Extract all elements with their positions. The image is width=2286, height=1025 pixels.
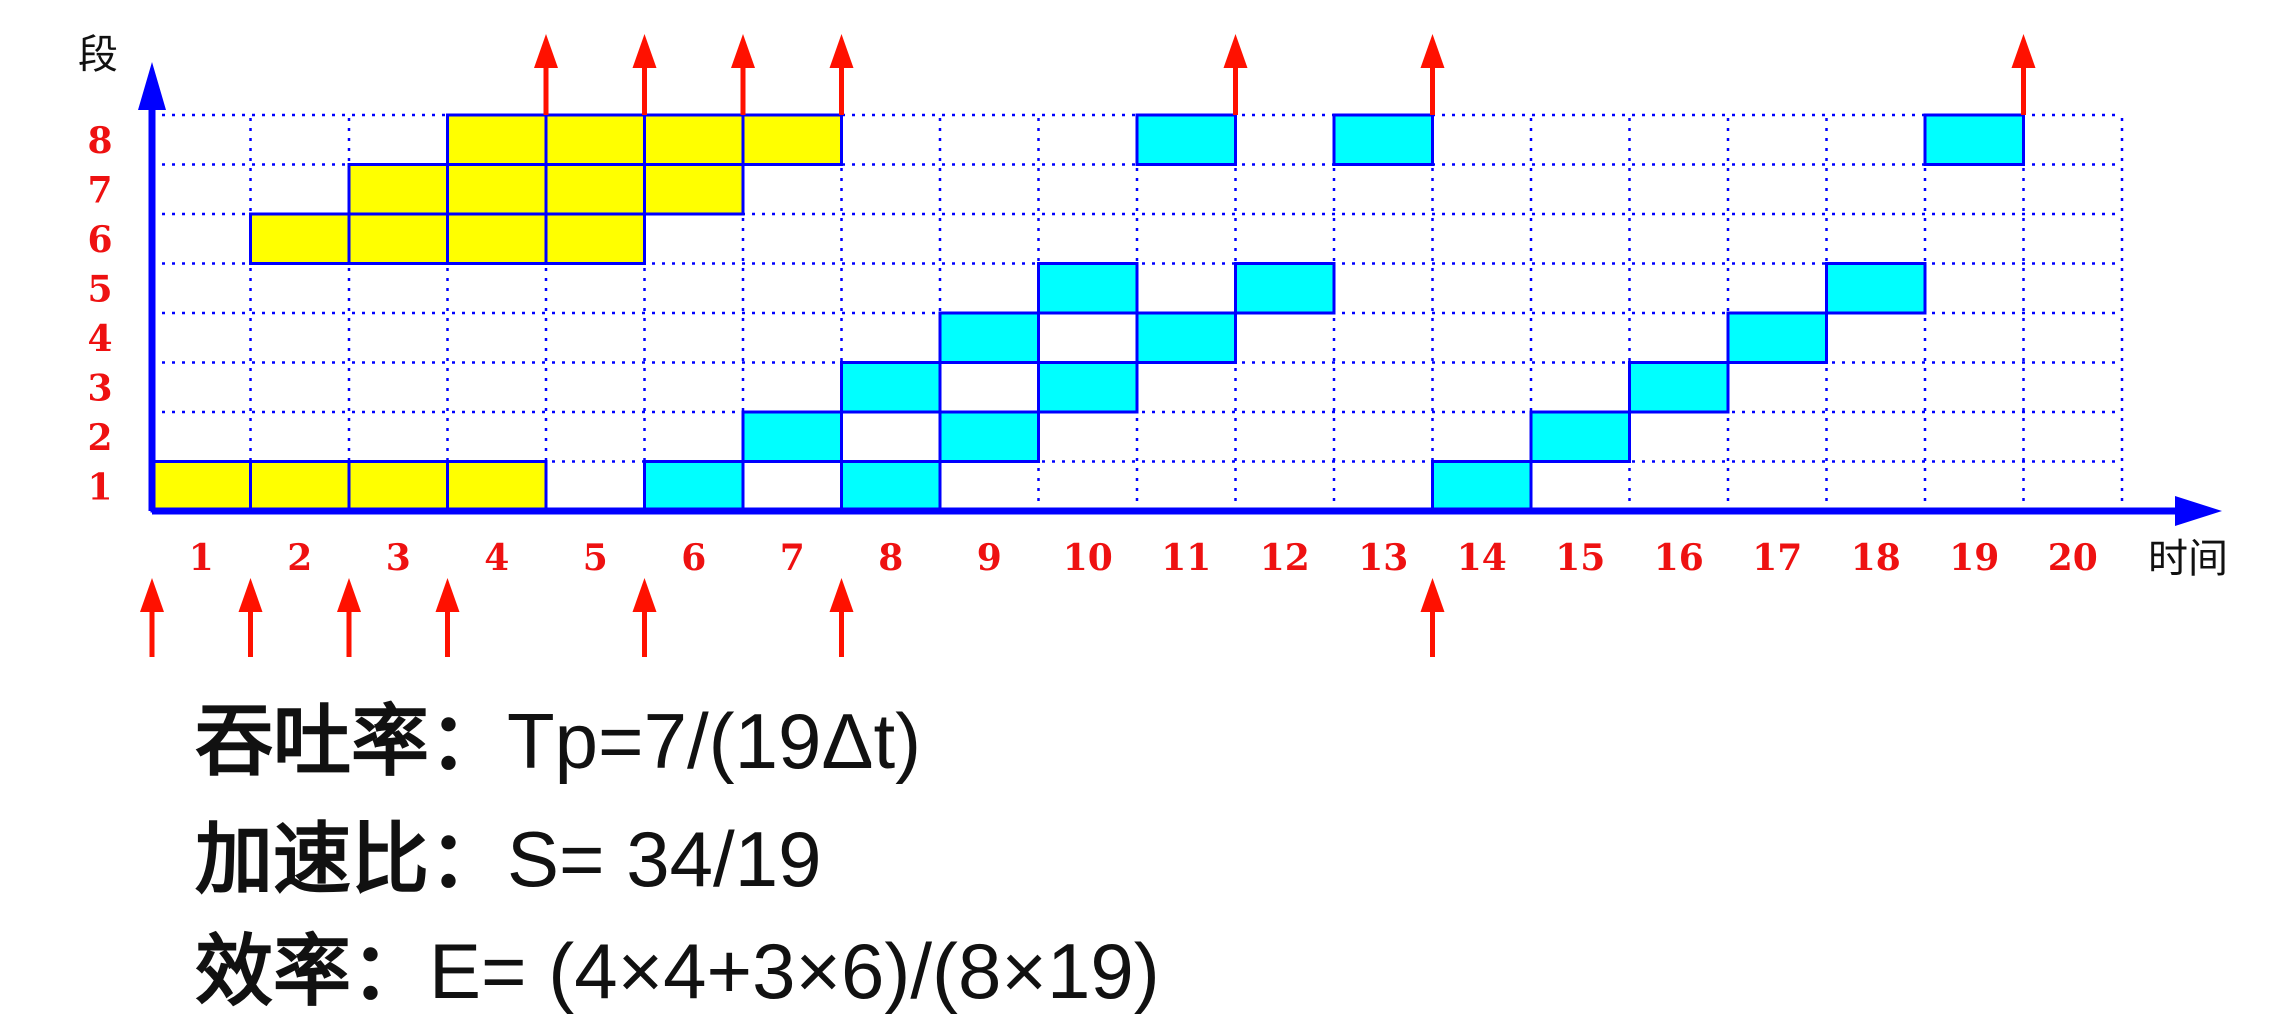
time-tick-label: 8 (878, 537, 903, 579)
task-a-cell (643, 113, 745, 166)
task-b-cell (938, 410, 1040, 463)
output-arrow-head (1420, 34, 1445, 68)
time-tick-label: 15 (1555, 537, 1605, 579)
input-arrow-head (829, 578, 854, 612)
time-tick-label: 18 (1851, 537, 1901, 579)
task-a-cell (249, 460, 351, 513)
task-a-cell (347, 163, 449, 216)
time-tick-label: 7 (780, 537, 805, 579)
task-b-cell (938, 311, 1040, 364)
stage-tick-label: 6 (87, 219, 112, 261)
task-b-cell (1037, 361, 1139, 414)
time-tick-label: 10 (1063, 537, 1113, 579)
time-tick-label: 6 (681, 537, 706, 579)
task-a-cell (544, 163, 646, 216)
x-axis-arrowhead (2175, 496, 2222, 526)
task-b-cell (1037, 262, 1139, 315)
time-tick-label: 12 (1260, 537, 1310, 579)
task-b-cell (643, 460, 745, 513)
throughput-label: 吞吐率： (195, 696, 508, 787)
time-tick-label: 2 (287, 537, 312, 579)
time-tick-label: 4 (484, 537, 509, 579)
stage-tick-label: 1 (87, 466, 112, 508)
task-b-cell (1332, 113, 1434, 166)
output-arrow-head (2011, 34, 2036, 68)
stage-tick-label: 7 (87, 169, 112, 211)
time-tick-label: 19 (1949, 537, 1999, 579)
speedup-formula: 加速比：S= 34/19 (195, 820, 821, 899)
axes (138, 62, 2222, 526)
y-axis-arrowhead (138, 62, 166, 110)
task-b-cell (1628, 361, 1730, 414)
output-arrow-head (1223, 34, 1248, 68)
input-arrow-head (435, 578, 460, 612)
time-tick-label: 20 (2048, 537, 2098, 579)
time-tick-label: 14 (1457, 537, 1507, 579)
task-a-cell (446, 460, 548, 513)
input-arrow-head (632, 578, 657, 612)
stage-tick-label: 4 (87, 318, 112, 360)
task-a-cell (741, 113, 843, 166)
task-a-cell (643, 163, 745, 216)
task-a-cell (544, 212, 646, 265)
task-b-cell (1135, 113, 1237, 166)
speedup-label: 加速比： (195, 814, 508, 905)
time-tick-label: 16 (1654, 537, 1704, 579)
task-a-cell (249, 212, 351, 265)
time-tick-label: 1 (189, 537, 214, 579)
task-a-cell (150, 460, 252, 513)
task-a-cell (446, 113, 548, 166)
task-b-cell (1726, 311, 1828, 364)
stage-tick-label: 2 (87, 417, 112, 459)
efficiency-formula: 效率：E= (4×4+3×6)/(8×19) (195, 932, 1160, 1011)
stage-tick-label: 5 (87, 268, 112, 310)
time-tick-label: 13 (1358, 537, 1408, 579)
task-a-cell (446, 163, 548, 216)
task-b-cell (1234, 262, 1336, 315)
task-b-cell (840, 460, 942, 513)
time-tick-label: 3 (386, 537, 411, 579)
efficiency-value: E= (4×4+3×6)/(8×19) (429, 927, 1160, 1015)
task-b-cell (1923, 113, 2025, 166)
output-arrow-head (632, 34, 657, 68)
throughput-formula: 吞吐率：Tp=7/(19Δt) (195, 702, 921, 781)
task-b-cell (1529, 410, 1631, 463)
io-arrows (140, 34, 2036, 657)
input-arrow-head (337, 578, 361, 612)
y-axis-title: 段 (78, 32, 118, 78)
task-a-cell (347, 460, 449, 513)
input-arrow-head (140, 578, 164, 612)
time-tick-label: 5 (583, 537, 608, 579)
time-tick-label: 17 (1752, 537, 1802, 579)
output-arrow-head (829, 34, 854, 68)
input-arrow-head (1420, 578, 1445, 612)
throughput-value: Tp=7/(19Δt) (507, 697, 922, 785)
task-a-cell (544, 113, 646, 166)
time-tick-label: 9 (977, 537, 1002, 579)
task-b-cell (741, 410, 843, 463)
efficiency-label: 效率： (195, 926, 430, 1017)
stage-tick-label: 3 (87, 367, 112, 409)
task-b-cell (1825, 262, 1927, 315)
time-tick-label: 11 (1161, 537, 1211, 579)
task-b-cell (840, 361, 942, 414)
input-arrow-head (238, 578, 263, 612)
task-b-cell (1431, 460, 1533, 513)
output-arrow-head (534, 34, 558, 68)
task-a-cell (446, 212, 548, 265)
stage-tick-label: 8 (87, 120, 112, 162)
speedup-value: S= 34/19 (507, 815, 822, 903)
reservation-cells (150, 113, 2025, 513)
x-axis-title: 时间 (2148, 536, 2228, 582)
task-a-cell (347, 212, 449, 265)
output-arrow-head (731, 34, 755, 68)
task-b-cell (1135, 311, 1237, 364)
